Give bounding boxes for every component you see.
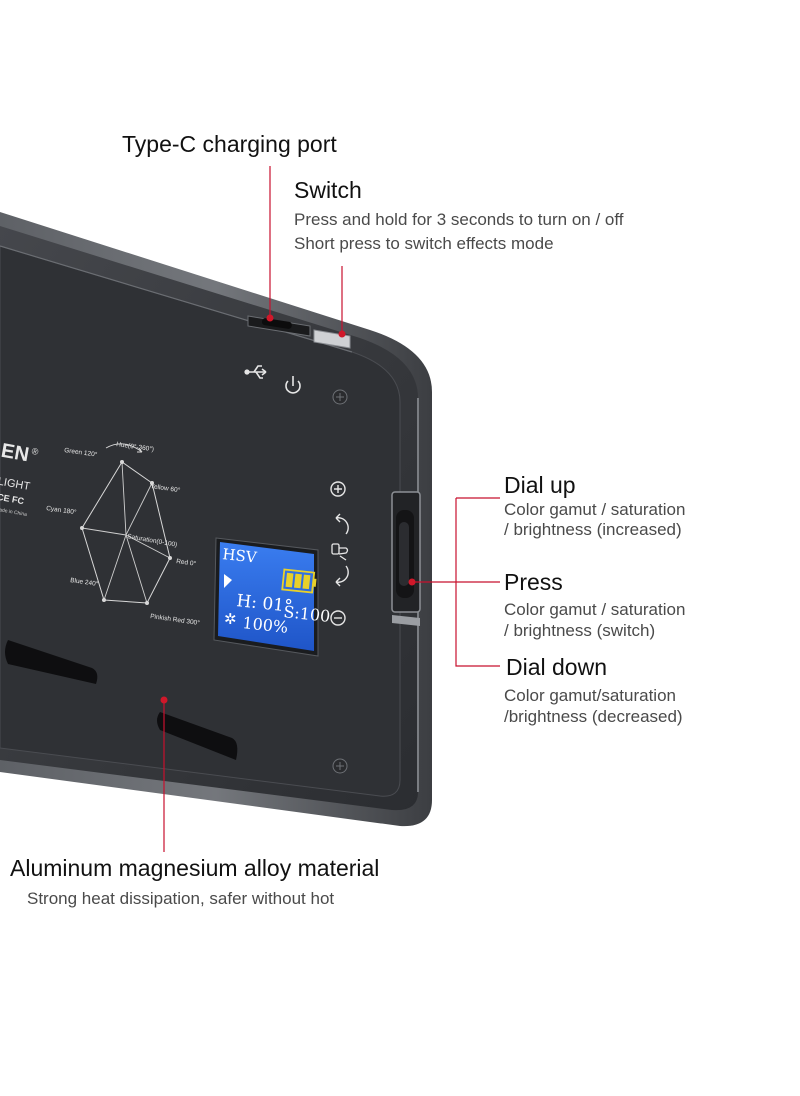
press-title: Press — [504, 569, 563, 595]
dial-up-desc-2: / brightness (increased) — [504, 520, 682, 539]
brightness-icon: ✲ — [224, 610, 237, 628]
light-label: LIGHT — [0, 476, 31, 493]
type-c-title: Type-C charging port — [122, 131, 337, 157]
brand-registered-mark: ® — [31, 446, 40, 457]
press-hand-icon — [331, 543, 349, 561]
material-title: Aluminum magnesium alloy material — [10, 855, 380, 881]
screw-bottom-right — [332, 758, 348, 774]
heat-vent-left — [5, 640, 98, 684]
lcd-screen: HSV H: 01° S:100 100% ✲ — [213, 537, 332, 657]
lcd-brightness: 100% — [242, 613, 289, 637]
vertex-red-label: Red 0° — [176, 557, 197, 568]
dial-wheel[interactable] — [391, 491, 421, 626]
dial-up-title: Dial up — [504, 472, 576, 498]
dial-down-title: Dial down — [506, 654, 607, 680]
battery-bar — [302, 574, 311, 590]
leader-lines — [163, 166, 500, 852]
power-icon — [285, 376, 301, 394]
brand-label-area: EN ® LIGHT CE FC Made in China — [0, 440, 40, 518]
switch-desc-2: Short press to switch effects mode — [294, 234, 554, 253]
rotate-down-icon — [335, 565, 349, 587]
battery-bar — [285, 572, 294, 588]
lcd-battery-icon — [281, 568, 317, 594]
cert-marks: CE FC — [0, 492, 25, 507]
dial-down-desc-1: Color gamut/saturation — [504, 686, 676, 705]
made-in-label: Made in China — [0, 506, 28, 518]
brand-name-partial: EN — [0, 440, 31, 466]
vertex-blue-label: Blue 240° — [70, 576, 99, 588]
lcd-mode: HSV — [222, 545, 259, 567]
lcd-selector-arrow — [224, 574, 232, 588]
usb-icon — [244, 365, 267, 379]
screw-top-right — [332, 389, 348, 405]
lcd-saturation: S:100 — [283, 602, 332, 626]
minus-icon — [330, 610, 346, 626]
heat-vent-right — [157, 712, 238, 760]
material-desc: Strong heat dissipation, safer without h… — [27, 889, 335, 908]
plus-icon — [330, 481, 346, 497]
switch-title: Switch — [294, 177, 362, 203]
press-desc-2: / brightness (switch) — [504, 621, 656, 640]
rotate-up-icon — [335, 513, 349, 535]
switch-desc-1: Press and hold for 3 seconds to turn on … — [294, 210, 624, 229]
dial-up-desc-1: Color gamut / saturation — [504, 500, 686, 519]
dial-down-desc-2: /brightness (decreased) — [504, 707, 683, 726]
callout-dots — [160, 314, 416, 704]
battery-bar — [293, 573, 302, 589]
press-desc-1: Color gamut / saturation — [504, 600, 686, 619]
